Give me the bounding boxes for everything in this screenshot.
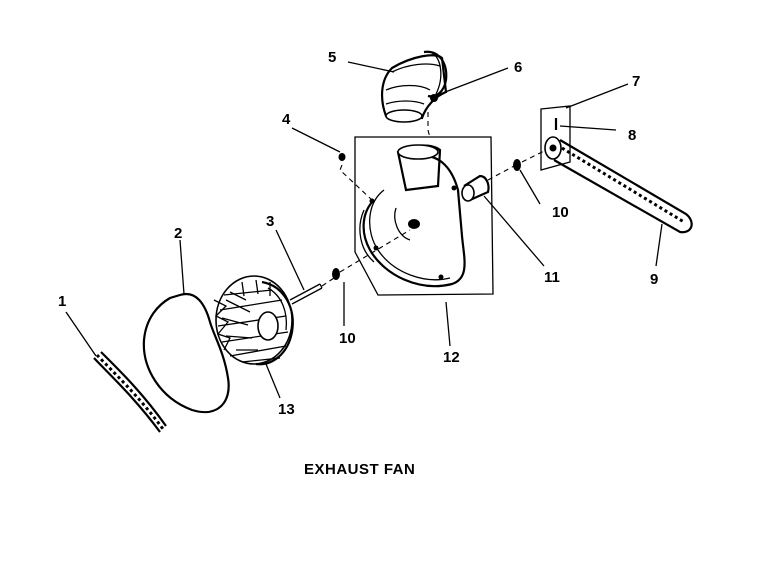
callout-4: 4 <box>282 111 291 128</box>
callout-10-upper: 10 <box>552 204 569 221</box>
callout-8: 8 <box>628 127 636 144</box>
callout-10-lower: 10 <box>339 330 356 347</box>
part-6-clip <box>427 94 438 139</box>
callout-13: 13 <box>278 401 295 418</box>
axis-dash-to-washer <box>487 165 515 181</box>
part-11-bushing <box>461 174 490 202</box>
leader-lines <box>65 61 663 399</box>
callout-7: 7 <box>632 73 640 90</box>
callout-12: 12 <box>443 349 460 366</box>
callout-6: 6 <box>514 59 522 76</box>
part-2-gasket <box>142 292 230 414</box>
callout-9: 9 <box>650 271 658 288</box>
callout-5: 5 <box>328 49 336 66</box>
part-12-housing <box>354 136 494 296</box>
part-7-bracket <box>540 105 571 171</box>
axis-dash-middle <box>339 229 411 273</box>
callout-11: 11 <box>544 269 560 286</box>
callout-3: 3 <box>266 213 274 230</box>
part-9-arm <box>544 136 693 234</box>
axis-dash-lower <box>321 277 335 287</box>
diagram-caption: EXHAUST FAN <box>304 461 415 478</box>
part-4-screw <box>338 153 373 201</box>
part-10-washer-lower <box>332 268 340 280</box>
part-1-strip <box>93 351 167 433</box>
part-5-elbow <box>380 50 448 123</box>
callout-1: 1 <box>58 293 66 310</box>
part-10-washer-upper <box>513 159 521 171</box>
part-13-fan-wheel <box>213 275 294 366</box>
part-3-shaft <box>289 283 323 305</box>
callout-2: 2 <box>174 225 182 242</box>
axis-dash-to-motor <box>521 149 547 163</box>
